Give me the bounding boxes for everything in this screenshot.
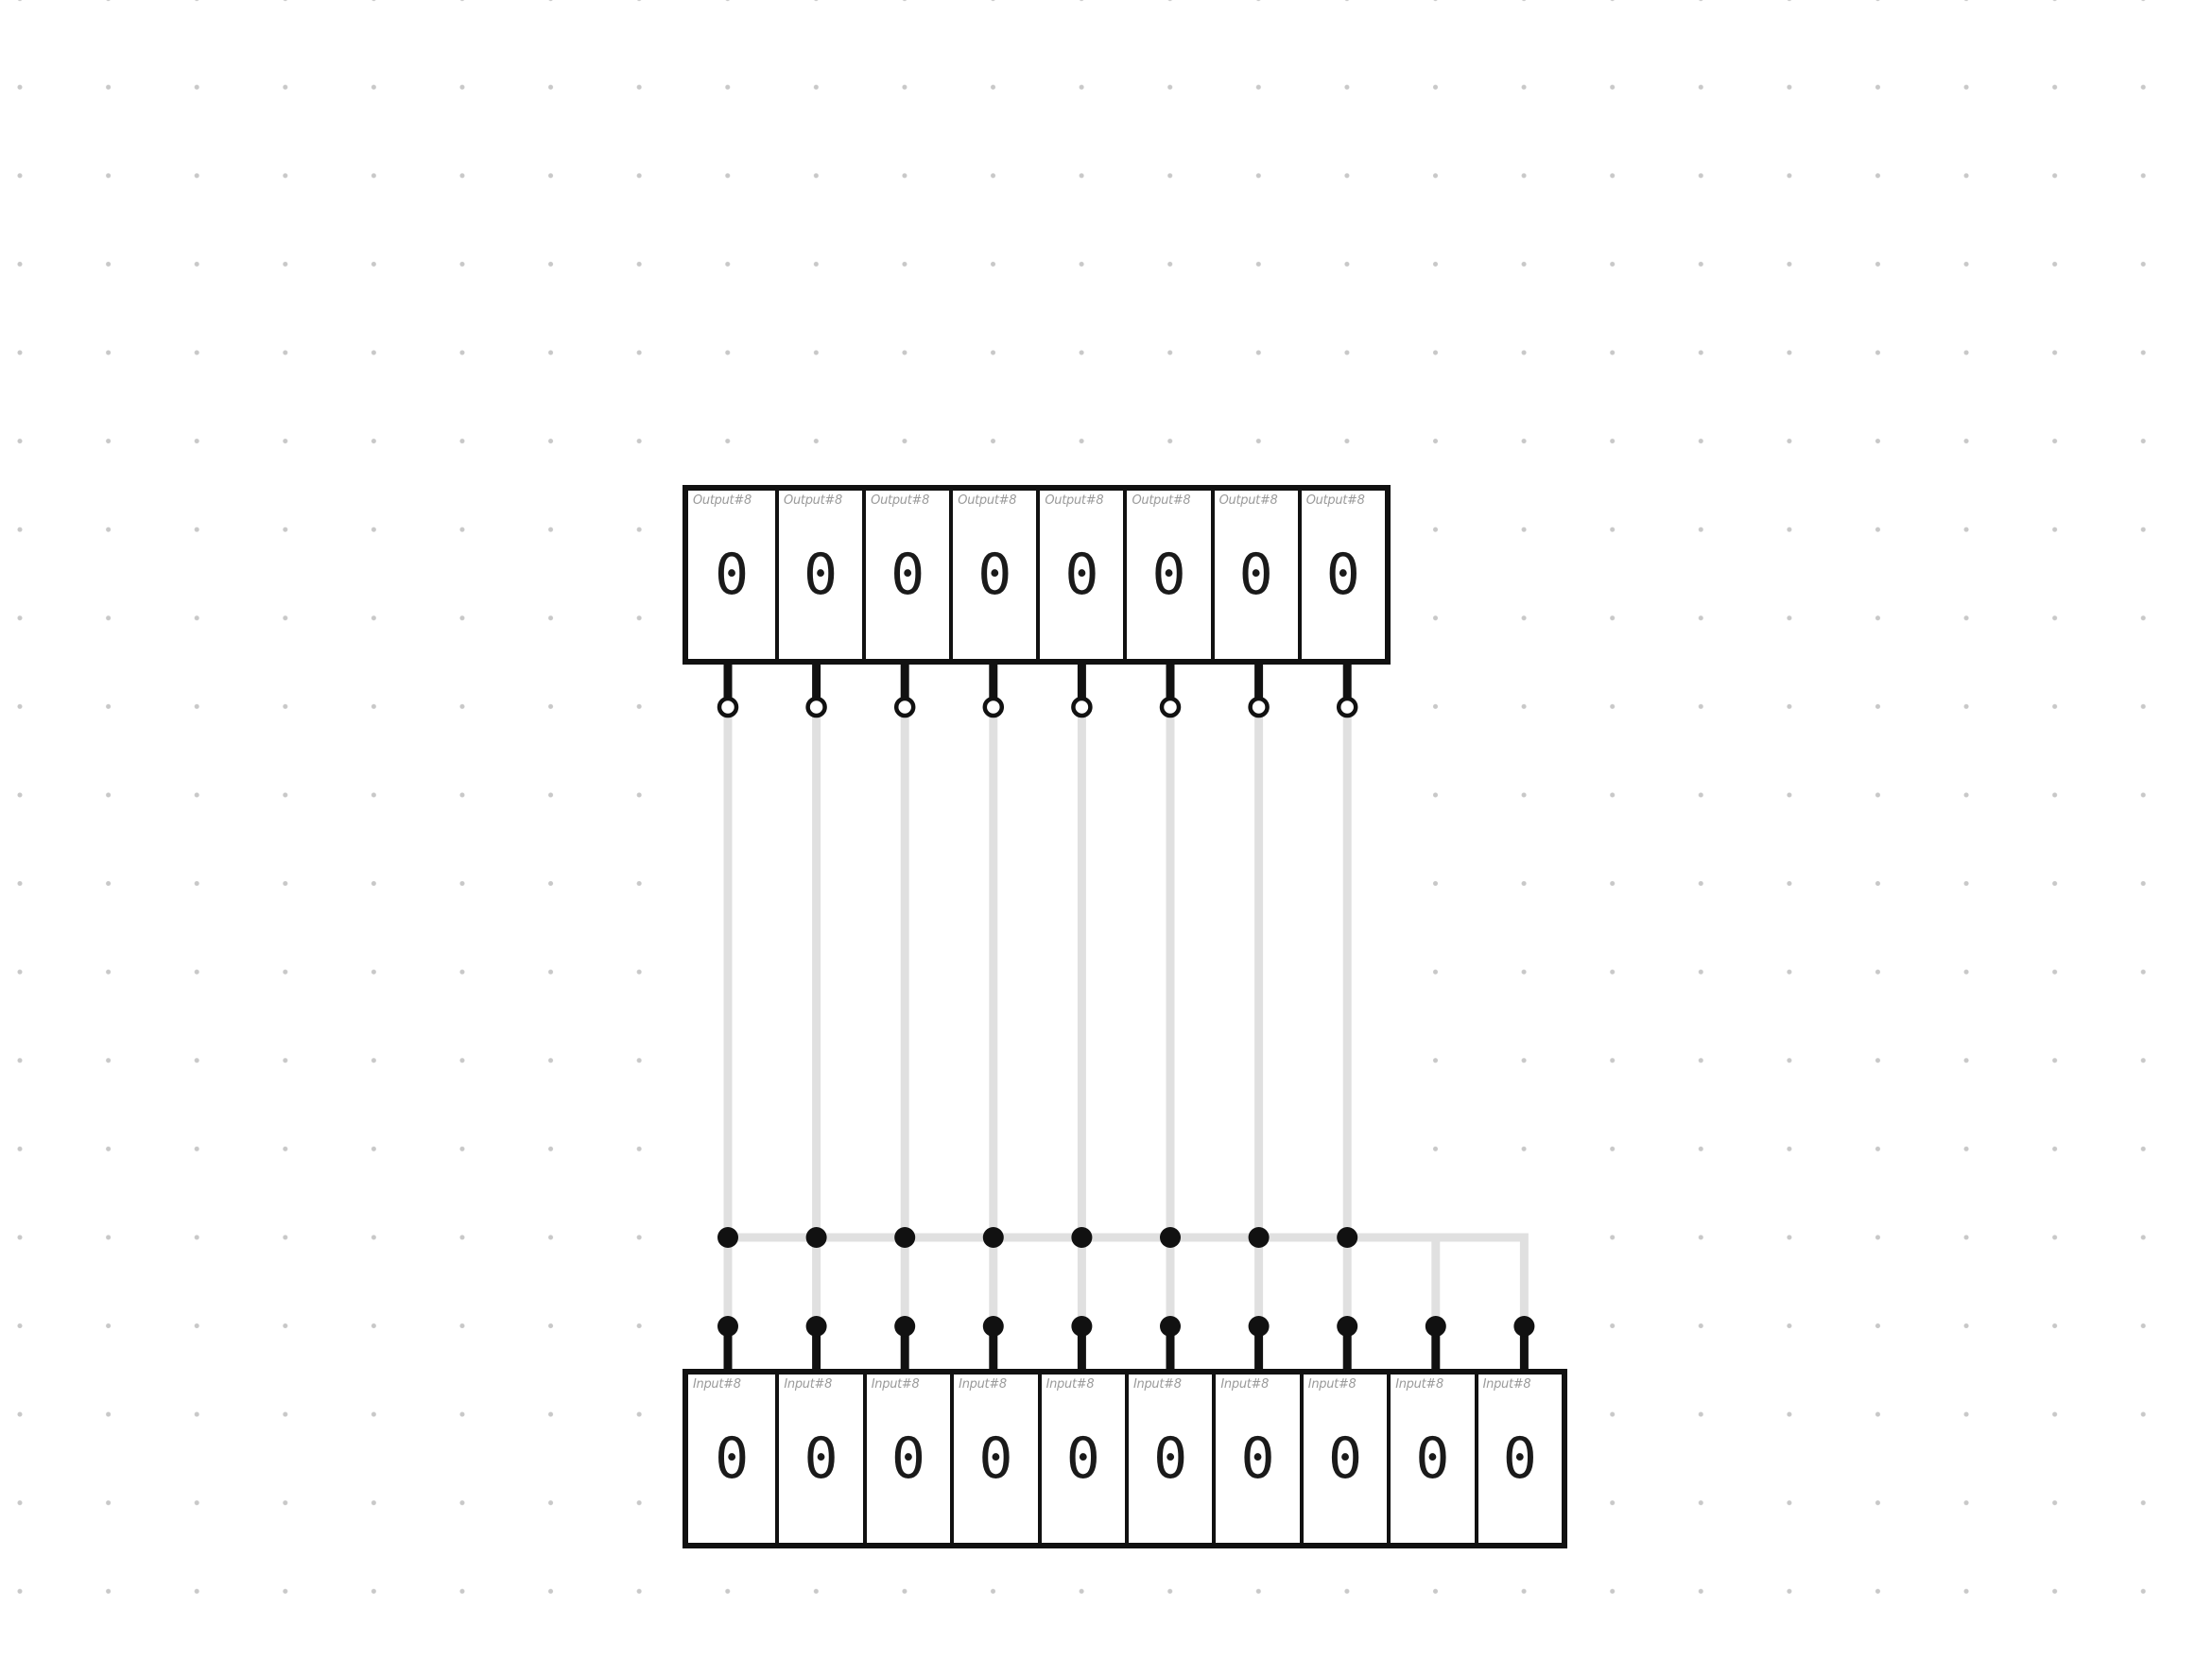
junction-dot [1071, 1227, 1093, 1248]
output-cell-value: 0 [804, 542, 838, 608]
input-pin [1071, 1316, 1093, 1337]
output-pin [1336, 696, 1358, 718]
input-cell-value: 0 [1240, 1426, 1275, 1492]
output-cell-label: Output#8 [1045, 493, 1104, 508]
input-cell-value: 0 [1153, 1426, 1188, 1492]
output-pin [982, 696, 1005, 718]
output-cell-value: 0 [977, 542, 1012, 608]
junction-dot [982, 1227, 1004, 1248]
junction-dot [717, 1227, 738, 1248]
junction-dot [894, 1227, 916, 1248]
output-cell[interactable]: Output#8 0 [775, 491, 863, 659]
input-cell[interactable]: Input#8 0 [1212, 1375, 1300, 1543]
input-cell[interactable]: Input#8 0 [1474, 1375, 1563, 1543]
input-cell-label: Input#8 [1307, 1377, 1357, 1392]
output-pin [717, 696, 739, 718]
input-cell-value: 0 [1502, 1426, 1537, 1492]
input-cell-label: Input#8 [693, 1377, 741, 1392]
output-cell-label: Output#8 [958, 493, 1017, 508]
output-pin [1071, 696, 1093, 718]
input-cell[interactable]: Input#8 0 [862, 1375, 951, 1543]
input-bank[interactable]: Input#8 0 Input#8 0 Input#8 0 Input#8 0 Input#8 0… [683, 1369, 1567, 1548]
input-cell-label: Input#8 [1395, 1377, 1443, 1392]
input-cell-value: 0 [1415, 1426, 1450, 1492]
output-cell-label: Output#8 [693, 493, 752, 508]
output-cell-value: 0 [1325, 542, 1360, 608]
input-cell-value: 0 [804, 1426, 838, 1492]
output-cell-label: Output#8 [1305, 493, 1365, 508]
input-cell-label: Input#8 [959, 1377, 1007, 1392]
output-cell[interactable]: Output#8 0 [1036, 491, 1124, 659]
input-pin [805, 1316, 827, 1337]
output-cell[interactable]: Output#8 0 [1123, 491, 1211, 659]
input-pin [1337, 1316, 1358, 1337]
input-cell-label: Input#8 [1220, 1377, 1270, 1392]
input-cell-label: Input#8 [871, 1377, 920, 1392]
output-cell[interactable]: Output#8 0 [1210, 491, 1298, 659]
input-cell[interactable]: Input#8 0 [1387, 1375, 1475, 1543]
junction-dot [1160, 1227, 1181, 1248]
output-pin [805, 696, 827, 718]
input-cell[interactable]: Input#8 0 [950, 1375, 1038, 1543]
input-cell-value: 0 [715, 1426, 750, 1492]
output-cell-value: 0 [1151, 542, 1186, 608]
output-cell-label: Output#8 [1132, 493, 1191, 508]
output-cell-label: Output#8 [784, 493, 842, 508]
junction-dot [1337, 1227, 1358, 1248]
input-cell-value: 0 [1327, 1426, 1363, 1492]
input-cell-value: 0 [978, 1426, 1013, 1492]
input-pin [894, 1316, 916, 1337]
input-pin [1248, 1316, 1270, 1337]
output-cell[interactable]: Output#8 0 [688, 491, 776, 659]
input-cell-value: 0 [890, 1426, 926, 1492]
input-pin [1513, 1316, 1535, 1337]
input-cell-label: Input#8 [1482, 1377, 1531, 1392]
input-cell-label: Input#8 [1046, 1377, 1095, 1392]
output-cell-value: 0 [1064, 542, 1099, 608]
input-cell[interactable]: Input#8 0 [775, 1375, 863, 1543]
output-pin [1248, 696, 1270, 718]
input-pin [717, 1316, 738, 1337]
input-cell-value: 0 [1065, 1426, 1100, 1492]
junction-dot [805, 1227, 827, 1248]
input-cell[interactable]: Input#8 0 [1299, 1375, 1388, 1543]
output-pin [893, 696, 916, 718]
output-pin [1159, 696, 1182, 718]
output-cell-value: 0 [1238, 542, 1273, 608]
input-pin [1425, 1316, 1446, 1337]
output-cell[interactable]: Output#8 0 [1297, 491, 1385, 659]
output-cell[interactable]: Output#8 0 [862, 491, 950, 659]
input-pin [982, 1316, 1004, 1337]
output-cell-value: 0 [890, 542, 925, 608]
output-cell[interactable]: Output#8 0 [949, 491, 1037, 659]
output-cell-value: 0 [714, 542, 750, 608]
input-cell[interactable]: Input#8 0 [1124, 1375, 1213, 1543]
junction-dot [1248, 1227, 1270, 1248]
input-cell-label: Input#8 [784, 1377, 833, 1392]
input-pin [1160, 1316, 1181, 1337]
input-cell[interactable]: Input#8 0 [688, 1375, 776, 1543]
input-cell[interactable]: Input#8 0 [1037, 1375, 1125, 1543]
output-cell-label: Output#8 [1218, 493, 1278, 508]
input-cell-label: Input#8 [1132, 1377, 1182, 1392]
output-cell-label: Output#8 [871, 493, 930, 508]
